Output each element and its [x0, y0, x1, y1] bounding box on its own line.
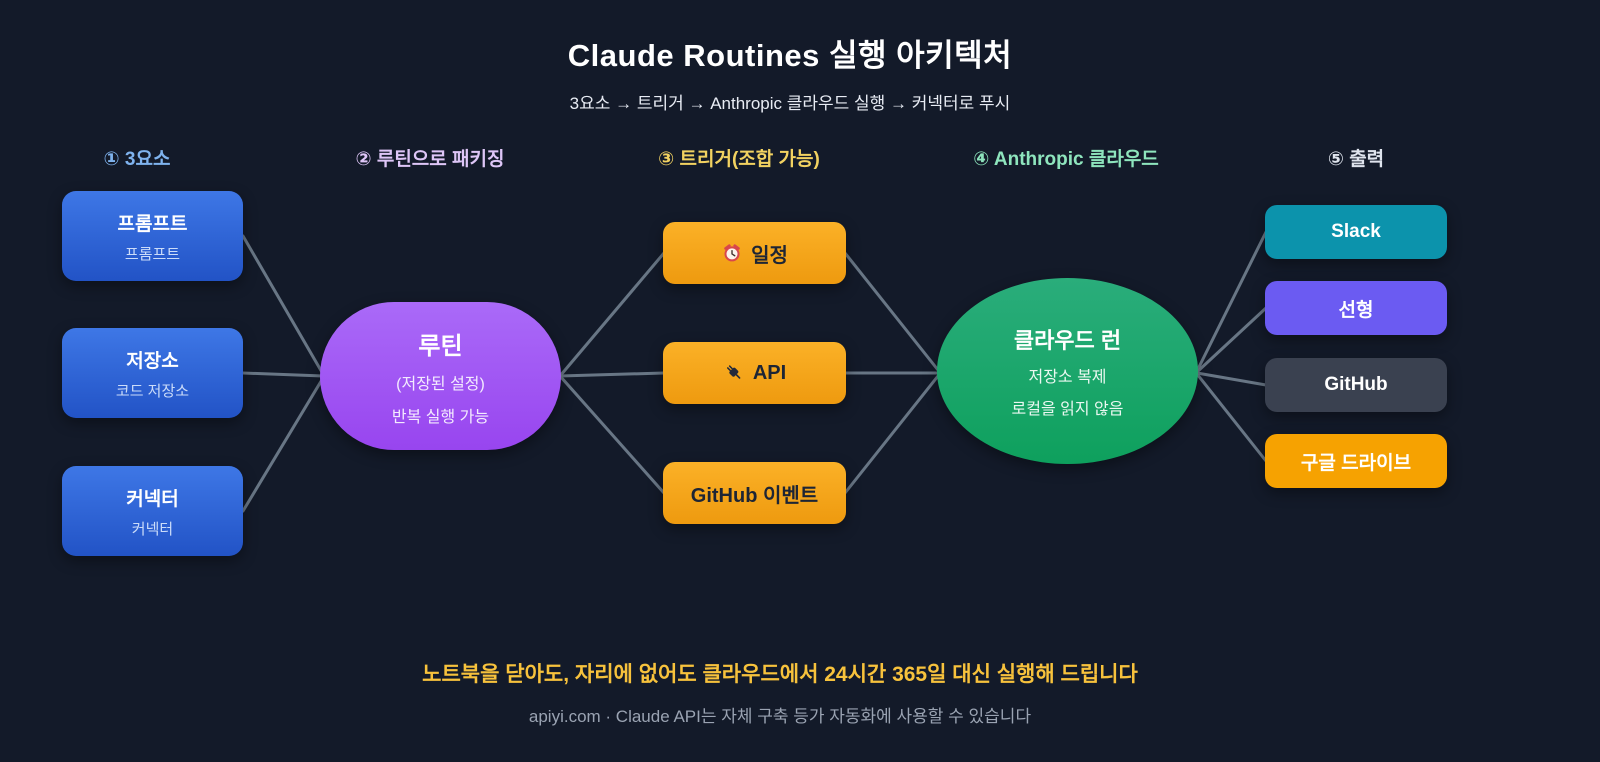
node-cloud-run: 클라우드 런 저장소 복제 로컬을 읽지 않음	[937, 278, 1198, 464]
node-output-github-label: GitHub	[1324, 374, 1388, 395]
footer-highlight: 노트북을 닫아도, 자리에 없어도 클라우드에서 24시간 365일 대신 실행…	[422, 663, 1138, 686]
node-trigger-api: API	[663, 342, 846, 404]
node-trigger-github-event: GitHub 이벤트	[663, 462, 846, 524]
node-routine-line2: 반복 실행 가능	[391, 408, 490, 426]
plug-icon	[723, 362, 745, 384]
column-header-outputs: ⑤ 출력	[1327, 149, 1385, 170]
node-routine: 루틴 (저장된 설정) 반복 실행 가능	[320, 302, 561, 450]
footer-credit: apiyi.com · Claude API는 자체 구축 등가 자동화에 사용…	[528, 707, 1032, 726]
page-title: Claude Routines 실행 아키텍처	[567, 38, 1013, 73]
node-prompt: 프롬프트 프롬프트	[62, 191, 243, 281]
node-cloud-run-line1: 저장소 복제	[1028, 369, 1107, 386]
node-connector-subtitle: 커넥터	[131, 520, 174, 538]
node-trigger-api-label: API	[752, 361, 787, 384]
diagram-header: Claude Routines 실행 아키텍처 3요소 → 트리거 → Anth…	[0, 30, 1580, 114]
node-routine-title: 루틴	[418, 332, 463, 360]
node-output-slack: Slack	[1265, 205, 1447, 259]
node-cloud-run-line2: 로컬을 읽지 않음	[1011, 401, 1124, 418]
node-output-github: GitHub	[1265, 358, 1447, 412]
node-trigger-schedule-label: 일정	[751, 244, 788, 267]
page-subtitle: 3요소 → 트리거 → Anthropic 클라우드 실행 → 커넥터로 푸시	[569, 94, 1011, 113]
node-repository: 저장소 코드 저장소	[62, 328, 243, 418]
node-output-linear: 선형	[1265, 281, 1447, 335]
column-header-elements: ① 3요소	[103, 149, 171, 170]
node-repository-title: 저장소	[126, 350, 179, 372]
alarm-clock-icon	[721, 242, 743, 264]
node-trigger-github-event-label: GitHub 이벤트	[690, 484, 819, 507]
node-trigger-schedule: 일정	[663, 222, 846, 284]
node-output-slack-label: Slack	[1331, 221, 1381, 242]
node-output-linear-label: 선형	[1338, 299, 1374, 321]
node-connector-title: 커넥터	[126, 488, 179, 510]
node-routine-line1: (저장된 설정)	[396, 375, 485, 393]
column-header-packaging: ② 루틴으로 패키징	[355, 149, 505, 170]
node-output-gdrive-label: 구글 드라이브	[1300, 452, 1412, 474]
node-cloud-run-title: 클라우드 런	[1013, 328, 1122, 353]
node-prompt-title: 프롬프트	[117, 213, 188, 235]
node-output-gdrive: 구글 드라이브	[1265, 434, 1447, 488]
node-repository-subtitle: 코드 저장소	[115, 382, 190, 400]
node-prompt-subtitle: 프롬프트	[124, 245, 181, 263]
column-header-cloud: ④ Anthropic 클라우드	[973, 149, 1159, 170]
node-connector: 커넥터 커넥터	[62, 466, 243, 556]
column-header-triggers: ③ 트리거(조합 가능)	[658, 149, 820, 170]
